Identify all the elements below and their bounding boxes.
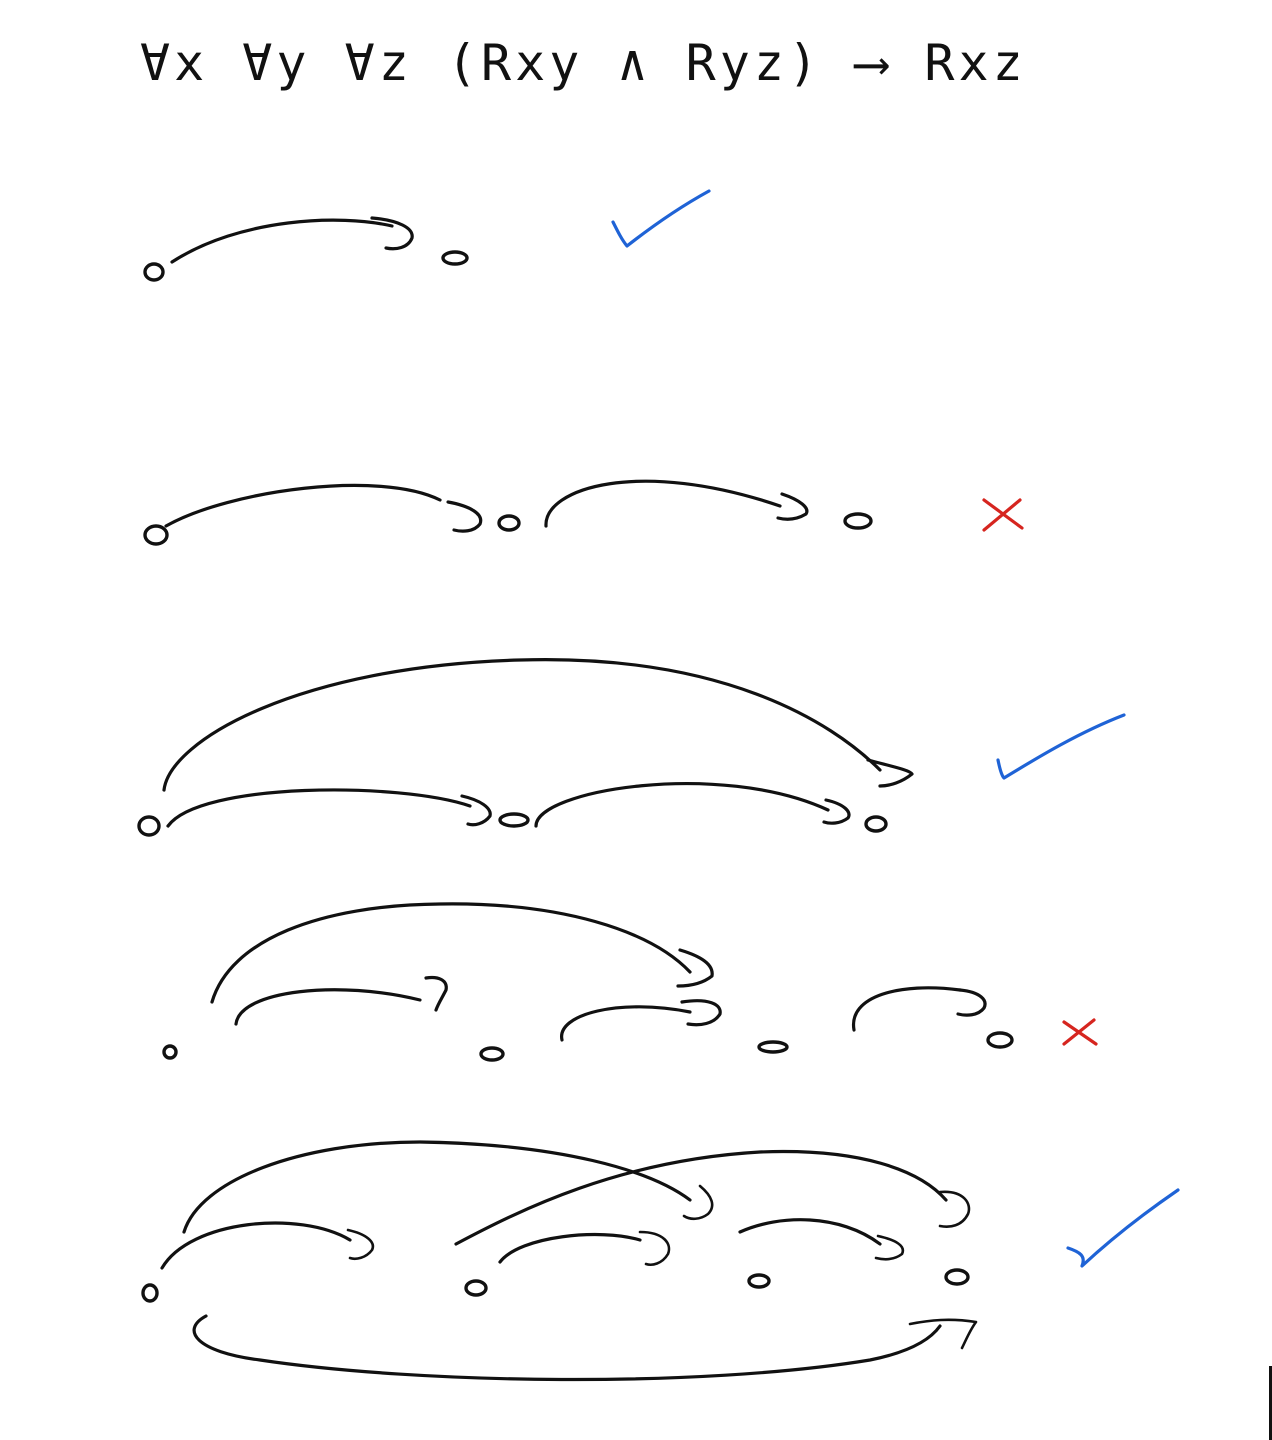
example-5-edge-b-d-arrowhead — [938, 1190, 971, 1228]
example-5-edge-a-b-arrowhead — [346, 1228, 375, 1261]
example-3-check-mark — [996, 713, 1126, 780]
example-1-node-a — [143, 262, 165, 282]
example-4-edge-a-c-arrowhead — [676, 948, 714, 988]
example-5-node-a — [141, 1283, 159, 1303]
example-5-edge-b-c — [498, 1232, 642, 1264]
example-3-edge-b-c — [534, 782, 830, 828]
example-1 — [143, 189, 711, 282]
example-4-edge-c-d — [852, 986, 962, 1032]
example-4-edge-c-d-arrowhead — [956, 988, 987, 1017]
example-2-edge-a-b — [164, 483, 442, 528]
example-1-edge-a-b-arrowhead — [370, 216, 414, 251]
example-4-edge-a-c-shortcut — [210, 902, 692, 1004]
example-1-edge-a-b — [170, 218, 394, 264]
example-2-node-a — [143, 524, 169, 546]
example-4-cross-mark — [1062, 1018, 1098, 1046]
example-3-node-c — [864, 815, 888, 833]
example-2-edge-b-c-arrowhead — [776, 492, 809, 521]
example-2-node-b — [497, 514, 521, 532]
example-4-edge-a-b-arrowhead — [424, 975, 448, 1012]
example-4-edge-b-c-arrowhead — [680, 999, 722, 1027]
window-edge-bar — [1269, 1366, 1272, 1440]
example-5-edge-a-c — [182, 1140, 692, 1234]
example-5-edge-a-d-arrowhead — [908, 1318, 978, 1350]
example-5-node-d — [944, 1268, 970, 1286]
formula-heading: ∀x ∀y ∀z (Rxy ∧ Ryz) ⟶ Rxz — [140, 34, 1027, 92]
example-4-node-c — [757, 1040, 789, 1054]
example-5-edge-c-d — [738, 1218, 882, 1246]
example-3-node-b — [498, 812, 530, 828]
example-4-edge-a-b — [234, 988, 422, 1026]
example-5-check-mark — [1066, 1188, 1180, 1268]
example-5-edge-b-c-arrowhead — [638, 1230, 671, 1266]
example-2 — [143, 479, 1024, 546]
example-4-node-d — [986, 1031, 1014, 1049]
example-5-edge-a-d — [192, 1314, 942, 1382]
example-5-edge-c-d-arrowhead — [874, 1234, 905, 1261]
example-3-edge-a-c-arrowhead — [866, 758, 914, 788]
example-5-edge-a-c-arrowhead — [682, 1184, 714, 1221]
example-1-check-mark — [611, 189, 711, 248]
example-5-edge-b-d — [454, 1149, 948, 1246]
example-2-edge-a-b-arrowhead — [446, 500, 483, 533]
example-1-node-b — [441, 250, 469, 266]
example-2-edge-b-c — [544, 479, 782, 528]
example-5 — [141, 1140, 1180, 1382]
example-5-node-b — [464, 1279, 488, 1297]
example-3-edge-b-c-arrowhead — [822, 798, 851, 825]
example-2-node-c — [843, 512, 873, 530]
example-4-node-a — [162, 1044, 178, 1060]
example-5-node-c — [747, 1273, 771, 1289]
example-3 — [137, 658, 1126, 837]
example-4 — [162, 902, 1098, 1062]
example-3-node-a — [137, 815, 161, 837]
example-3-edge-a-b-arrowhead — [460, 794, 492, 827]
example-2-cross-mark — [982, 498, 1024, 532]
example-4-node-b — [479, 1046, 505, 1062]
example-3-edge-a-c-shortcut — [162, 658, 882, 792]
example-3-edge-a-b — [166, 788, 472, 828]
example-5-edge-a-b — [160, 1221, 352, 1270]
example-4-edge-b-c — [560, 1005, 692, 1042]
